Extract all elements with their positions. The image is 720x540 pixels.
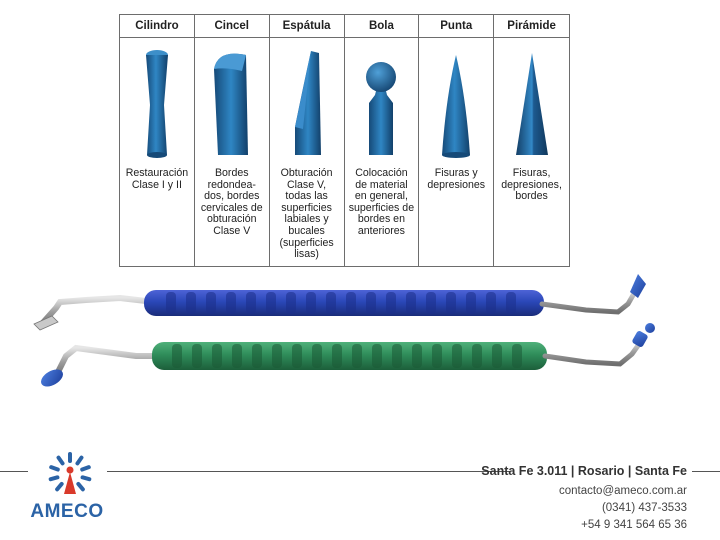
tip-column-piramide: Pirámide Fisuras, depresiones, bordes [494,15,569,266]
footer-rule-middle [107,471,510,472]
tip-name: Cilindro [135,20,179,32]
instruments-photo [26,268,696,408]
cylinder-tip-image [120,47,194,165]
mobile-text[interactable]: +54 9 341 564 65 36 [581,519,687,531]
tip-description: Obturación Clase V, todas las superficie… [279,167,334,261]
tip-column-punta: Punta Fisuras y depresiones [419,15,495,266]
tip-name: Bola [368,20,394,32]
tip-description: Fisuras, depresiones, bordes [501,167,562,203]
tip-name: Punta [440,20,473,32]
tip-description: Bordes redondea- dos, bordes cervicales … [200,167,263,237]
header-divider [494,37,569,38]
ball-tip-image [345,47,419,165]
tip-description: Fisuras y depresiones [427,167,486,191]
blue-instrument [33,274,646,331]
header-divider [194,37,269,38]
point-tip-image [419,47,493,165]
header-divider [269,37,344,38]
tip-description: Restauración Clase I y II [125,167,189,191]
footer-rule-left [0,471,28,472]
tip-shapes-table: Cilindro Restauración Clase I y II Cince… [119,14,570,267]
tip-column-espatula: Espátula Obturación Clase V, todas las s… [269,15,345,266]
brand-name: AMECO [30,501,104,522]
tip-column-bola: Bola Colocación de material en general, … [344,15,420,266]
header-divider [120,37,194,38]
tip-description: Colocación de material en general, super… [348,167,415,237]
tip-name: Espátula [282,20,331,32]
footer-rule-right [692,471,720,472]
chisel-tip-image [195,47,269,165]
tip-name: Cincel [214,20,249,32]
address-text: Santa Fe 3.011 | Rosario | Santa Fe [481,464,687,478]
header-divider [344,37,419,38]
spatula-tip-image [270,47,344,165]
header-divider [419,37,494,38]
ameco-logo-icon [30,450,110,522]
tip-column-cincel: Cincel Bordes redondea- dos, bordes cerv… [194,15,270,266]
pyramid-tip-image [494,47,569,165]
email-link[interactable]: contacto@ameco.com.ar [558,485,687,497]
phone-text[interactable]: (0341) 437-3533 [601,502,687,514]
green-instrument [41,323,655,387]
tip-name: Pirámide [507,20,556,32]
tip-column-cilindro: Cilindro Restauración Clase I y II [120,15,195,266]
